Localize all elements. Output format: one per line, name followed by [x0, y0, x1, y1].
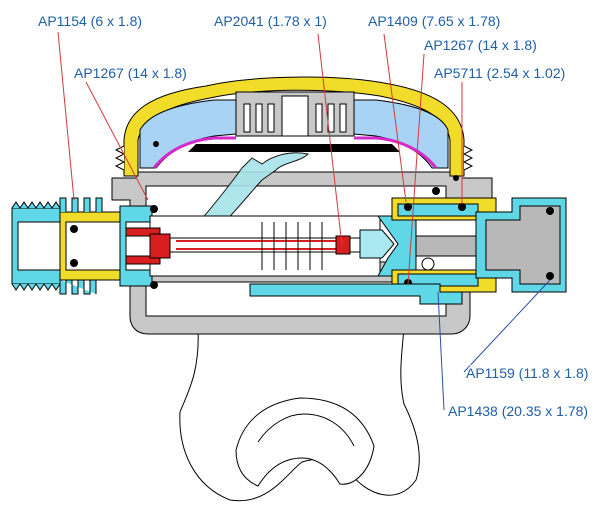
- label-ap1267-right: AP1267 (14 x 1.8): [424, 37, 537, 53]
- cover-assembly: [114, 76, 474, 177]
- valve-assembly: [125, 215, 417, 277]
- label-ap2041: AP2041 (1.78 x 1): [214, 13, 327, 29]
- leader-ap1267-left: [85, 81, 149, 201]
- leader-ap1159: [463, 279, 551, 373]
- leader-ap1438: [437, 291, 445, 411]
- hose-connector: [153, 141, 567, 296]
- leader-lines: [57, 31, 551, 411]
- exhaust-passage: [249, 283, 463, 305]
- leader-ap1267-right: [407, 53, 425, 285]
- label-ap1154: AP1154 (6 x 1.8): [38, 13, 142, 29]
- leader-ap1154: [57, 31, 75, 201]
- label-ap1409: AP1409 (7.65 x 1.78): [368, 13, 500, 29]
- mouthpiece: [179, 327, 420, 502]
- label-ap1438: AP1438 (20.35 x 1.78): [448, 403, 588, 419]
- inlet-fitting: [11, 197, 158, 295]
- label-ap1267-left: AP1267 (14 x 1.8): [74, 65, 187, 81]
- leader-ap2041: [317, 33, 343, 247]
- part-labels: AP1154 (6 x 1.8) AP2041 (1.78 x 1) AP140…: [37, 12, 590, 421]
- label-ap5711: AP5711 (2.54 x 1.02): [434, 65, 565, 81]
- label-ap1159: AP1159 (11.8 x 1.8): [466, 365, 588, 381]
- leader-ap1409: [383, 33, 407, 203]
